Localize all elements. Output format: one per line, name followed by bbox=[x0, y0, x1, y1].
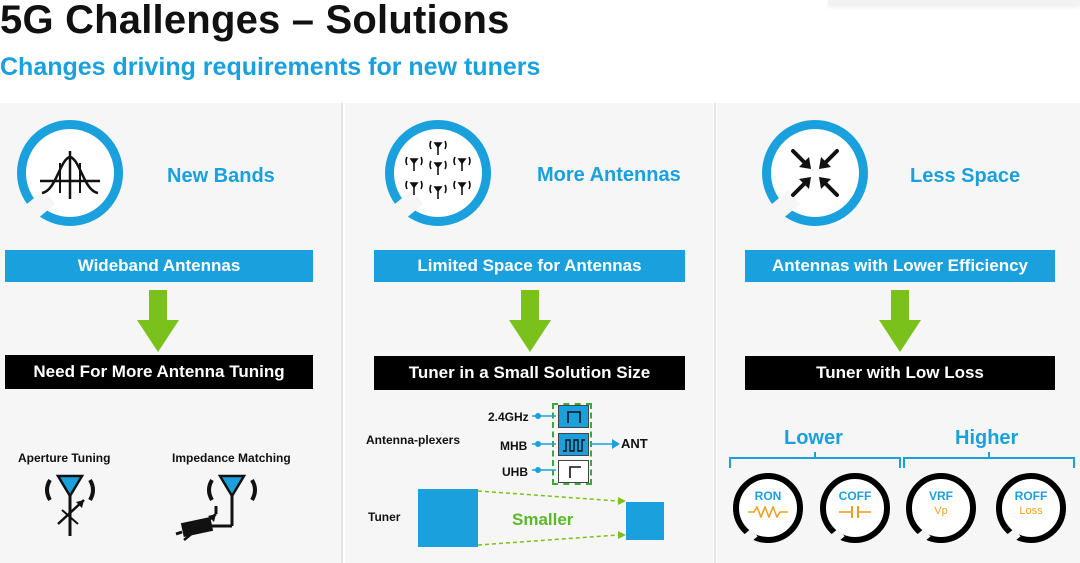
heading-more-antennas: More Antennas bbox=[537, 164, 681, 186]
band-mhb-label: MHB bbox=[500, 439, 528, 453]
top-edge-bar bbox=[828, 0, 1080, 5]
impedance-matching-label: Impedance Matching bbox=[172, 451, 291, 465]
page-title: 5G Challenges – Solutions bbox=[0, 0, 510, 42]
solution-box: Tuner with Low Loss bbox=[745, 356, 1055, 390]
down-arrow-icon bbox=[137, 290, 179, 352]
requirement-box: Wideband Antennas bbox=[5, 250, 313, 282]
page-subtitle: Changes driving requirements for new tun… bbox=[0, 53, 541, 81]
panel-divider bbox=[341, 103, 343, 563]
bandpass-filter-icon bbox=[558, 433, 589, 456]
vp-label: Vp bbox=[934, 505, 948, 517]
heading-less-space: Less Space bbox=[910, 165, 1021, 187]
tuner-label: Tuner bbox=[368, 510, 401, 524]
ron-dial bbox=[733, 473, 803, 543]
compress-arrows-icon bbox=[791, 149, 839, 197]
roff-dial bbox=[996, 473, 1066, 543]
antenna-plexers-label: Antenna-plexers bbox=[366, 433, 461, 447]
vrf-label: VRF bbox=[929, 489, 953, 503]
roff-label: ROFF bbox=[1014, 489, 1048, 503]
solution-box: Tuner in a Small Solution Size bbox=[374, 356, 685, 390]
solution-box: Need For More Antenna Tuning bbox=[5, 355, 313, 389]
capacitor-icon bbox=[839, 506, 871, 518]
coff-dial bbox=[820, 473, 890, 543]
band-uhb-label: UHB bbox=[502, 465, 528, 479]
lower-label: Lower bbox=[784, 427, 843, 449]
group-brackets bbox=[729, 452, 1075, 468]
highpass-filter-icon bbox=[558, 460, 589, 483]
large-tuner-block bbox=[418, 489, 478, 547]
coff-label: COFF bbox=[838, 489, 872, 503]
requirement-box: Limited Space for Antennas bbox=[374, 250, 685, 282]
ant-output-label: ANT bbox=[621, 436, 648, 451]
vrf-dial bbox=[906, 473, 976, 543]
ron-label: RON bbox=[754, 489, 782, 503]
down-arrow-icon bbox=[879, 290, 921, 352]
small-tuner-block bbox=[626, 502, 664, 540]
higher-label: Higher bbox=[955, 427, 1019, 449]
bandpass-filter-icon bbox=[40, 151, 100, 199]
aperture-tuning-antenna-icon bbox=[45, 474, 95, 536]
lowpass-filter-icon bbox=[558, 405, 589, 428]
antenna-array-icon bbox=[405, 140, 471, 199]
aperture-tuning-label: Aperture Tuning bbox=[18, 451, 111, 465]
size-comparison-lines bbox=[478, 490, 626, 546]
smaller-label: Smaller bbox=[512, 510, 574, 529]
plexer-connections bbox=[532, 413, 620, 473]
down-arrow-icon bbox=[509, 290, 551, 352]
loss-label: Loss bbox=[1019, 505, 1043, 517]
heading-new-bands: New Bands bbox=[167, 165, 275, 187]
band-2-4ghz-label: 2.4GHz bbox=[488, 410, 529, 424]
panel-divider bbox=[714, 103, 716, 563]
impedance-matching-antenna-icon bbox=[175, 474, 257, 541]
requirement-box: Antennas with Lower Efficiency bbox=[745, 250, 1055, 282]
resistor-icon bbox=[748, 506, 788, 518]
